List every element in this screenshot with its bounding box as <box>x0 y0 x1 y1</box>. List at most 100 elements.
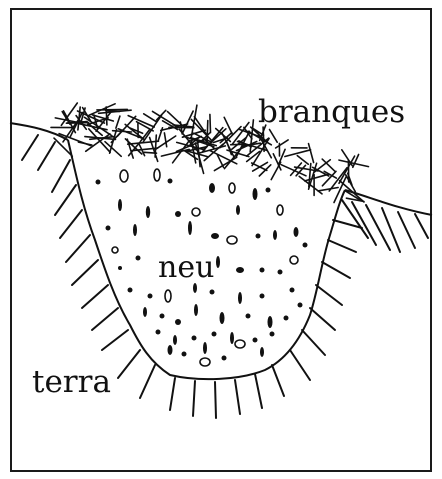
snow-grain-ring <box>227 236 237 244</box>
snow-grain <box>168 179 173 184</box>
snow-grain <box>106 226 111 231</box>
branch-stroke <box>270 130 278 143</box>
soil-hatch-stroke <box>170 378 175 410</box>
snow-grain <box>290 288 295 293</box>
branch-stroke <box>144 152 156 153</box>
snow-grain <box>188 221 192 235</box>
snow-grain <box>222 356 227 361</box>
snow-grain <box>192 336 197 341</box>
snow-grain <box>303 243 308 248</box>
soil-hatch-stroke <box>302 330 325 355</box>
snow-grain <box>96 180 101 185</box>
snow-grain <box>253 338 258 343</box>
soil-hatch-stroke <box>22 135 38 160</box>
snow-grain-ring <box>277 205 283 215</box>
snow-grain <box>253 188 258 200</box>
soil-hatch-stroke <box>272 365 284 396</box>
snow-grain <box>260 294 265 299</box>
snow-grain <box>175 211 181 217</box>
snow-grain-ring <box>235 340 245 348</box>
soil-hatch-stroke <box>118 350 140 378</box>
snow-grain <box>118 266 122 270</box>
snow-grain <box>146 206 150 218</box>
snow-grain <box>270 332 275 337</box>
snow-grain <box>284 316 289 321</box>
soil-hatch-stroke <box>52 160 70 192</box>
snow-grain <box>211 233 219 239</box>
snow-grain-ring <box>192 208 200 216</box>
snow-grain <box>236 267 244 273</box>
snow-grain <box>210 290 215 295</box>
soil-hatch-stroke <box>66 235 90 262</box>
soil-hatch-stroke <box>382 208 400 252</box>
soil-hatch-stroke <box>352 202 376 245</box>
soil-hatch-stroke <box>92 308 118 330</box>
snow-grain <box>118 199 122 211</box>
snow-grain <box>173 335 177 345</box>
soil-hatch-stroke <box>55 185 76 215</box>
snow-grain <box>133 224 137 236</box>
branch-stroke <box>106 107 107 125</box>
soil-hatch-stroke <box>328 240 356 252</box>
soil-hatch-stroke <box>415 214 428 238</box>
snow-grain <box>294 227 299 237</box>
branch-stroke <box>214 157 236 170</box>
snow-grain <box>260 347 264 357</box>
snow-grain <box>246 314 251 319</box>
snow-grain <box>136 256 141 261</box>
snow-grain <box>209 183 215 193</box>
soil-hatch-stroke <box>398 212 415 248</box>
snow-grain <box>182 352 187 357</box>
soil-hatch-stroke <box>322 262 350 278</box>
soil-hatch-stroke <box>235 380 240 414</box>
snow-grain-ring <box>112 247 118 253</box>
branch-stroke <box>164 133 166 147</box>
snow-grain <box>203 342 207 354</box>
soil-hatch-stroke <box>366 205 390 250</box>
label-terra: terra <box>32 364 111 400</box>
snow-grain-ring <box>200 358 210 366</box>
soil-hatch-stroke <box>72 260 98 285</box>
branch-stroke <box>224 117 232 134</box>
snow-grain-ring <box>165 290 171 302</box>
snow-grain <box>143 307 147 317</box>
snow-grain-ring <box>154 169 160 181</box>
soil-hatch-stroke <box>290 350 310 380</box>
snow-grain <box>156 330 161 335</box>
soil-hatch-stroke <box>193 381 195 416</box>
soil-hatch-stroke <box>82 285 108 308</box>
branch-stroke <box>271 162 281 179</box>
soil-hatch-stroke <box>215 382 216 418</box>
snow-grain-ring <box>229 183 235 193</box>
snow-grain <box>148 294 153 299</box>
label-branques: branques <box>258 94 405 130</box>
snow-grain <box>278 270 283 275</box>
branch-stroke <box>346 175 356 192</box>
branch-stroke <box>309 144 314 163</box>
branch-stroke <box>281 165 306 176</box>
snow-grain <box>220 312 225 324</box>
snow-grain <box>216 256 220 268</box>
snow-grain-ring <box>120 170 128 182</box>
soil-hatch-stroke <box>102 330 128 350</box>
branch-stroke <box>116 116 120 128</box>
soil-hatch-stroke <box>316 285 342 305</box>
snow-grain <box>236 205 240 215</box>
snow-grain <box>160 314 165 319</box>
ground-surface-left <box>10 123 68 140</box>
snow-grain <box>194 304 198 316</box>
label-neu: neu <box>158 250 214 285</box>
branch-stroke <box>297 156 308 165</box>
snow-grain <box>266 188 271 193</box>
snow-grain <box>238 292 242 304</box>
snow-grain <box>298 303 303 308</box>
branch-stroke <box>210 114 211 132</box>
soil-hatch-stroke <box>140 365 155 398</box>
soil-hatch-stroke <box>38 142 55 170</box>
branch-stroke <box>318 188 338 191</box>
snow-grain <box>212 332 217 337</box>
soil-hatch-stroke <box>60 210 82 238</box>
snow-grain <box>268 316 273 328</box>
